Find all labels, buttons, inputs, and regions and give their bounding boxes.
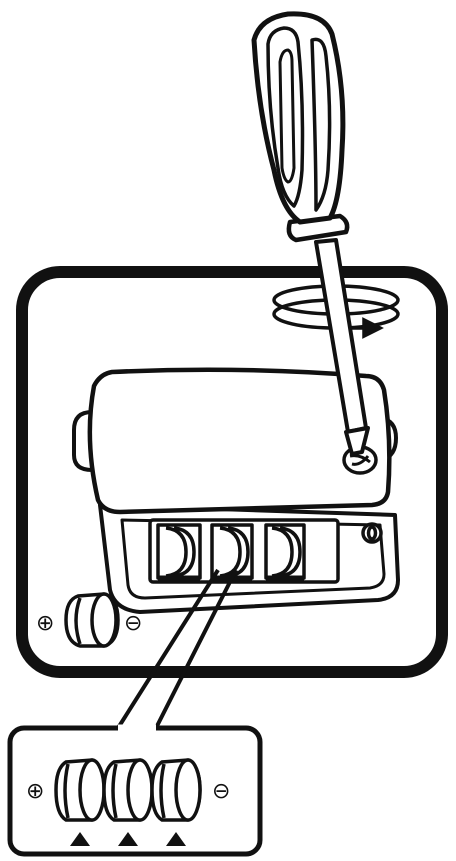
up-triangle-icon [70, 832, 90, 846]
housing-screw-hole [361, 522, 383, 544]
coin-battery-icon [156, 523, 202, 581]
battery-cover-lid [87, 367, 392, 515]
coin-battery-icon [150, 758, 202, 822]
coin-battery-icon [64, 592, 120, 648]
coin-battery-icon [264, 523, 306, 581]
callout-minus-symbol: ⊖ [212, 779, 230, 804]
callout-plus-symbol: ⊕ [26, 779, 44, 804]
callout-cells [54, 758, 202, 822]
coin-battery-icon [54, 758, 106, 822]
panel-minus-symbol: ⊖ [124, 611, 142, 636]
screwdriver-icon [251, 11, 370, 456]
coin-battery-icon [102, 758, 154, 822]
up-triangle-icon [118, 832, 138, 846]
panel-plus-symbol: ⊕ [36, 611, 54, 636]
pointer-triangles [70, 832, 186, 846]
lid-left-tab [72, 409, 94, 473]
up-triangle-icon [166, 832, 186, 846]
battery-compartment [148, 518, 340, 584]
